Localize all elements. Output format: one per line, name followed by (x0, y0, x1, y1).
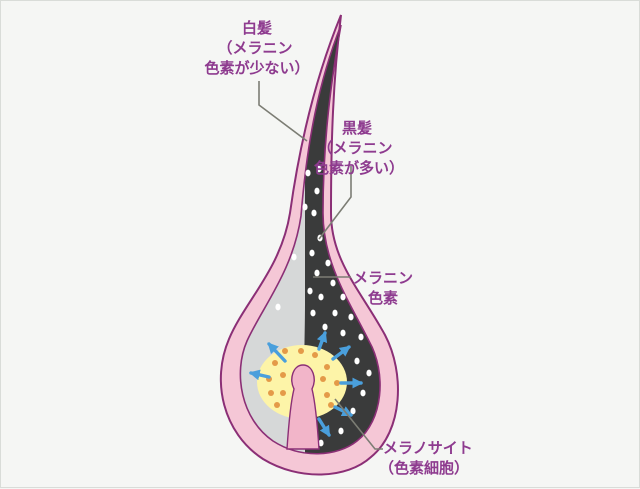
melanocyte-label-line2: （色素細胞） (379, 459, 469, 477)
white-hair-label-line2: （メラニン (217, 39, 292, 57)
black-hair-label-line3: 色素が多い） (314, 159, 404, 177)
white-hair-label-line1: 白髪 (242, 19, 272, 37)
melanocyte-granules (266, 348, 340, 408)
melanin-granules (307, 165, 372, 447)
dermal-papilla (286, 364, 320, 450)
melanin-label-line1: メラニン (353, 269, 413, 287)
white-hair-dots (275, 169, 311, 311)
white-hair-label-line3: 色素が少ない） (204, 59, 309, 77)
melanin-label-line2: 色素 (368, 289, 398, 307)
black-hair-label-line1: 黒髪 (342, 119, 372, 137)
leader-lines (258, 81, 383, 450)
melanocyte-label-line1: メラノサイト (383, 439, 473, 457)
hair-outline (239, 24, 381, 455)
black-hair-label-line2: （メラニン (317, 139, 392, 157)
melanin-transfer-arrows (248, 330, 364, 437)
